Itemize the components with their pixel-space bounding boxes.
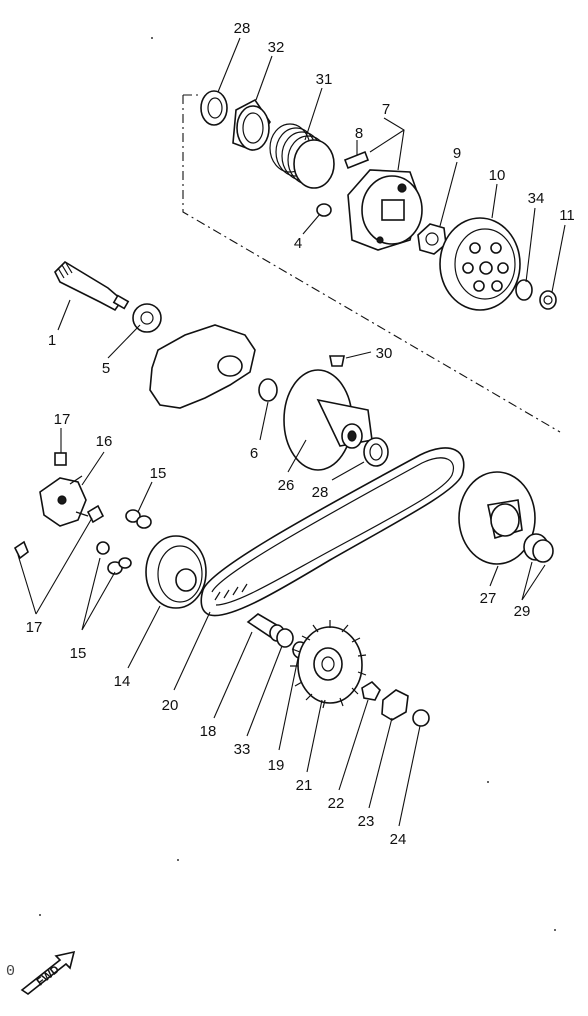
- part-4-circlip: [316, 203, 332, 217]
- callout-17-lower: 17: [26, 619, 43, 636]
- callout-28-lower: 28: [312, 484, 329, 501]
- part-31-clutch-spring: [269, 123, 335, 189]
- part-15-weight-lower: [96, 541, 132, 575]
- callout-1: 1: [48, 332, 56, 349]
- callout-26: 26: [278, 477, 295, 494]
- part-8-pin: [343, 150, 370, 170]
- part-15-weight-upper: [125, 509, 152, 529]
- callout-27: 27: [480, 590, 497, 607]
- part-21-fan-sheave: [290, 620, 367, 709]
- callout-20: 20: [162, 697, 179, 714]
- part-1-drive-shaft: [54, 260, 130, 312]
- callout-16: 16: [96, 433, 113, 450]
- transmission-case-cover: [149, 324, 256, 409]
- callout-15-lower: 15: [70, 645, 87, 662]
- assembly-boundary: [182, 94, 561, 433]
- callout-5: 5: [102, 360, 110, 377]
- part-30-stopper: [329, 355, 345, 367]
- leader-lines: [17, 37, 566, 827]
- callout-31: 31: [316, 71, 333, 88]
- part-29-rings: [523, 533, 554, 563]
- callout-34: 34: [528, 190, 545, 207]
- part-17-slider-right: [86, 504, 105, 524]
- callout-9: 9: [453, 145, 461, 162]
- part-14-primary-sliding-sheave: [145, 535, 207, 609]
- callout-21: 21: [296, 777, 313, 794]
- callout-17-upper: 17: [54, 411, 71, 428]
- part-26-fixed-sheave: [283, 369, 373, 471]
- callout-33: 33: [234, 741, 251, 758]
- callout-28-upper: 28: [234, 20, 251, 37]
- part-6-washer: [258, 378, 278, 402]
- callout-30: 30: [376, 345, 393, 362]
- part-34-washer: [515, 279, 533, 301]
- corner-code: 0: [6, 963, 15, 980]
- part-32-collar: [232, 98, 271, 151]
- callout-23: 23: [358, 813, 375, 830]
- part-22-plate: [361, 680, 381, 701]
- part-17-slider-upper: [54, 452, 67, 466]
- callout-8: 8: [355, 125, 363, 142]
- part-20-v-belt: [200, 447, 465, 617]
- part-16-cam-plate: [39, 475, 89, 527]
- part-28-oil-seal-upper: [200, 90, 228, 126]
- callout-14: 14: [114, 673, 131, 690]
- fwd-direction-arrow: 0 FWD: [6, 950, 76, 995]
- callout-22: 22: [328, 795, 345, 812]
- part-11-nut: [539, 290, 557, 310]
- callout-32: 32: [268, 39, 285, 56]
- callout-4: 4: [294, 235, 302, 252]
- part-23-nut: [381, 689, 409, 721]
- part-10-clutch-housing: [439, 217, 521, 311]
- part-33-washer: [276, 628, 294, 648]
- callout-24: 24: [390, 831, 407, 848]
- part-27-secondary-pulley: [458, 471, 536, 565]
- callout-10: 10: [489, 167, 506, 184]
- callout-labels: 28 32 31 7 8 4 9 10 34 11 1 5 30 17 16 1…: [26, 20, 575, 848]
- scan-specks: [39, 37, 556, 931]
- callout-29: 29: [514, 603, 531, 620]
- callout-19: 19: [268, 757, 285, 774]
- part-28-oil-seal-lower: [363, 437, 389, 467]
- callout-6: 6: [250, 445, 258, 462]
- part-7-clutch-carrier: [347, 169, 423, 251]
- callout-18: 18: [200, 723, 217, 740]
- callout-15-upper: 15: [150, 465, 167, 482]
- callout-7: 7: [382, 101, 390, 118]
- part-24-washer: [412, 709, 430, 727]
- part-17-slider-left: [13, 540, 29, 560]
- callout-11: 11: [559, 207, 575, 224]
